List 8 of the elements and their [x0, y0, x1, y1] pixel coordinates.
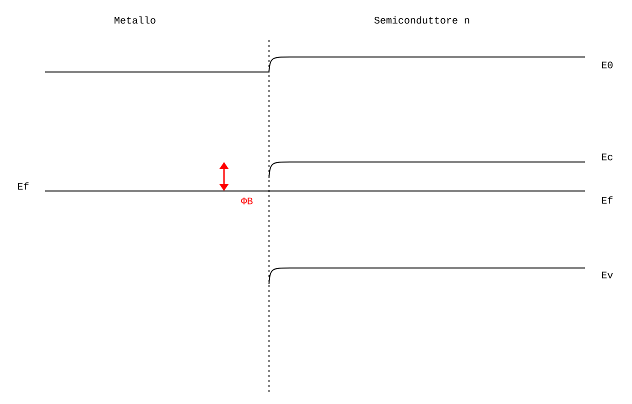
band-label: Ev: [602, 272, 613, 278]
band-label: E0: [602, 62, 613, 68]
region-label: Metallo: [114, 16, 156, 24]
barrier-label: ΦB: [241, 198, 253, 204]
band-label: Ec: [602, 154, 612, 160]
region-label: Semiconduttore n: [374, 16, 470, 24]
band-label: Ef: [18, 182, 29, 190]
band-label: Ef: [602, 196, 613, 204]
